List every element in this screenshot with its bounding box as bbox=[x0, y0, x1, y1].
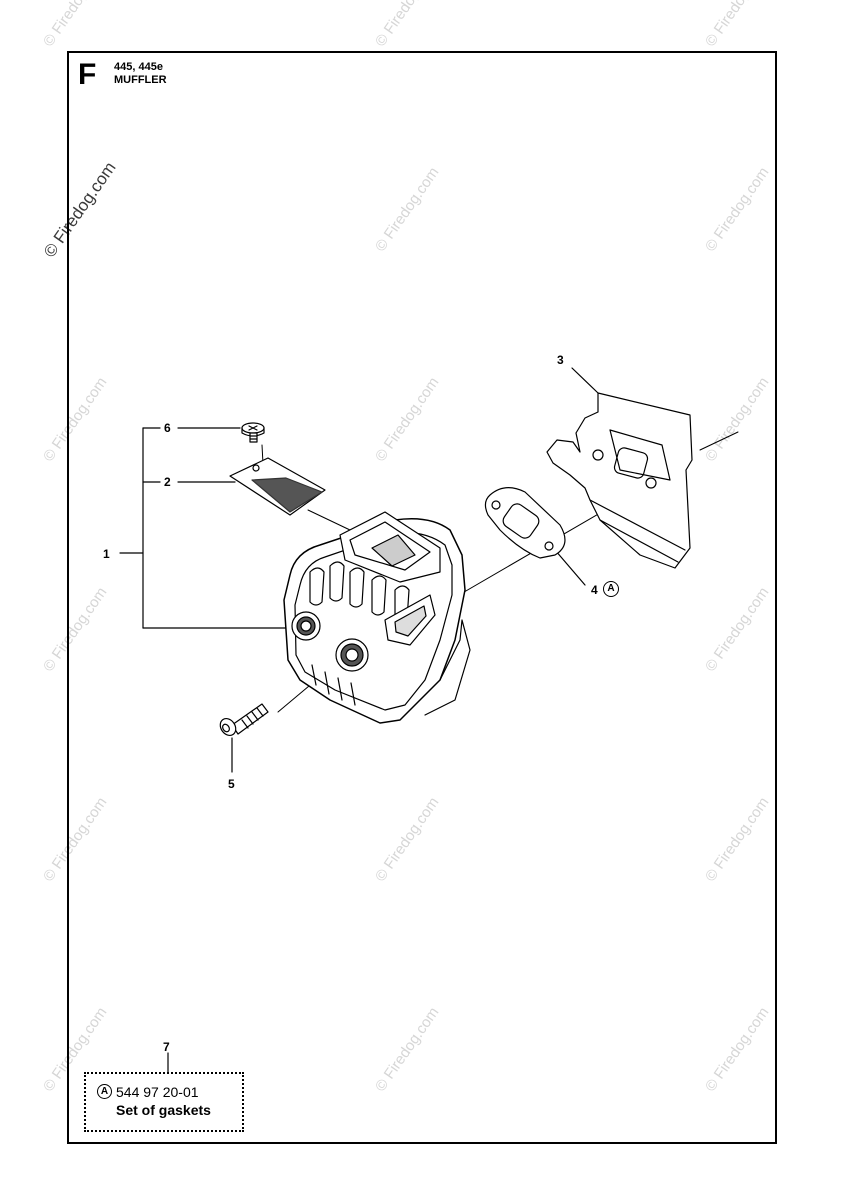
bracket-lines bbox=[119, 427, 291, 629]
page-frame bbox=[67, 51, 777, 1144]
callout-7: 7 bbox=[163, 1040, 170, 1054]
page-title: MUFFLER bbox=[114, 74, 167, 86]
gasket-kit-note bbox=[84, 1072, 244, 1132]
note-description: Set of gaskets bbox=[116, 1102, 211, 1118]
spark-screen-part-2 bbox=[229, 457, 326, 516]
callout-2: 2 bbox=[164, 475, 171, 489]
leader-lines bbox=[167, 367, 599, 1073]
callout-6: 6 bbox=[164, 421, 171, 435]
callout-5: 5 bbox=[228, 777, 235, 791]
gasket-part-4 bbox=[484, 487, 566, 559]
note-marker-a-icon: A bbox=[97, 1084, 112, 1099]
section-letter: F bbox=[78, 58, 97, 91]
note-part-number: 544 97 20-01 bbox=[116, 1084, 199, 1100]
callout-1: 1 bbox=[103, 547, 110, 561]
kit-marker-a-icon: A bbox=[603, 581, 619, 597]
model-label: 445, 445e bbox=[114, 61, 163, 73]
muffler-body-part-1 bbox=[283, 511, 471, 724]
callout-4: 4 bbox=[591, 583, 598, 597]
callout-3: 3 bbox=[557, 353, 564, 367]
heat-shield-part-3 bbox=[546, 392, 693, 569]
screw-part-6 bbox=[241, 422, 265, 443]
screw-part-5 bbox=[219, 703, 269, 736]
